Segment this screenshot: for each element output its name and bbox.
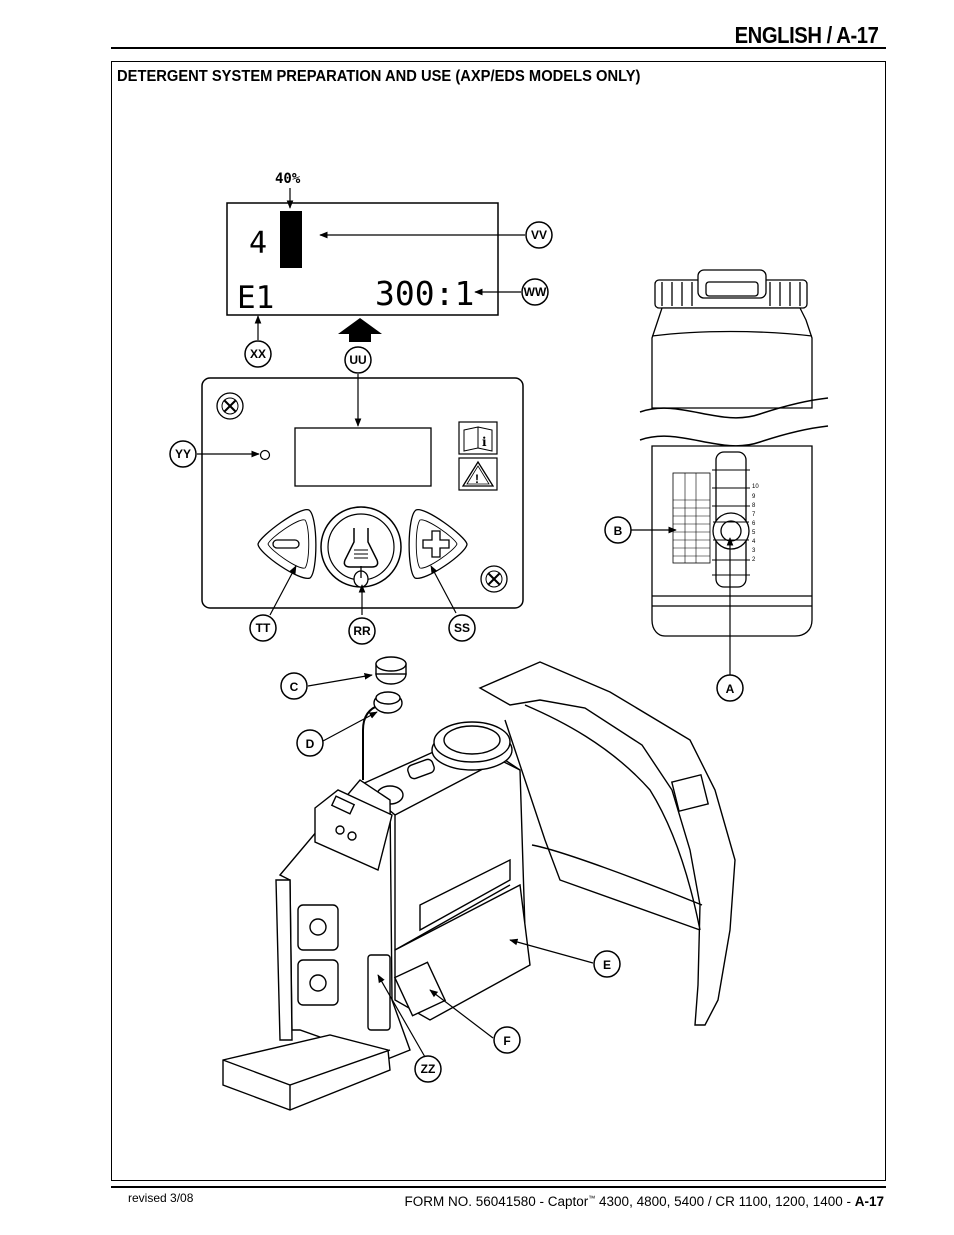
callout-uu: UU — [344, 346, 372, 374]
minus-icon — [272, 539, 300, 549]
svg-text:UU: UU — [349, 353, 366, 367]
level-number: 4 — [249, 226, 267, 261]
svg-text:4: 4 — [752, 539, 756, 545]
minus-button[interactable] — [257, 509, 317, 579]
callout-d: D — [296, 729, 324, 757]
callout-f: F — [493, 1026, 521, 1054]
detergent-on-off-button[interactable] — [320, 506, 402, 588]
revision-note: revised 3/08 — [128, 1191, 194, 1205]
callout-a: A — [716, 674, 744, 702]
screw-icon — [216, 392, 244, 420]
callout-tt: TT — [249, 614, 277, 642]
svg-text:8: 8 — [752, 503, 756, 509]
detergent-bottle-detail: 10 9 8 7 6 5 4 3 2 — [631, 269, 829, 676]
svg-text:D: D — [306, 737, 315, 751]
indicator-led — [259, 449, 271, 461]
header-rule — [111, 47, 886, 49]
svg-text:3: 3 — [752, 548, 756, 554]
callout-c: C — [280, 672, 308, 700]
svg-text:C: C — [290, 680, 299, 694]
svg-text:ZZ: ZZ — [421, 1062, 436, 1076]
svg-text:10: 10 — [752, 484, 759, 490]
svg-text:5: 5 — [752, 530, 756, 536]
svg-text:6: 6 — [752, 521, 756, 527]
svg-text:!: ! — [475, 472, 479, 486]
form-number: FORM NO. 56041580 - Captor™ 4300, 4800, … — [404, 1194, 884, 1209]
page-number: A-17 — [854, 1194, 884, 1209]
svg-text:B: B — [614, 524, 623, 538]
footer-rule — [111, 1186, 886, 1188]
plus-button[interactable] — [408, 509, 468, 579]
callout-e: E — [593, 950, 621, 978]
svg-text:YY: YY — [175, 447, 191, 461]
svg-text:A: A — [726, 682, 735, 696]
svg-text:RR: RR — [353, 624, 371, 638]
ratio-value: 300:1 — [375, 274, 474, 313]
callout-yy: YY — [169, 440, 197, 468]
machine-illustration — [222, 656, 736, 1111]
callout-zz: ZZ — [414, 1055, 442, 1083]
svg-text:7: 7 — [752, 512, 756, 518]
section-title: DETERGENT SYSTEM PREPARATION AND USE (AX… — [117, 68, 641, 85]
screw-icon — [480, 565, 508, 593]
error-code: E1 — [237, 280, 274, 316]
svg-text:VV: VV — [531, 228, 547, 242]
svg-text:i: i — [482, 435, 487, 449]
svg-text:F: F — [503, 1034, 510, 1048]
svg-text:XX: XX — [250, 347, 266, 361]
callout-ss: SS — [448, 614, 476, 642]
svg-text:E: E — [603, 958, 611, 972]
warning-icon: ! — [458, 457, 498, 491]
svg-text:TT: TT — [256, 621, 271, 635]
callout-vv: VV — [525, 221, 553, 249]
svg-text:2: 2 — [752, 557, 756, 563]
svg-text:SS: SS — [454, 621, 470, 635]
callout-ww: WW — [521, 278, 549, 306]
callout-xx: XX — [244, 340, 272, 368]
panel-display-window — [294, 427, 432, 487]
level-bar — [280, 211, 302, 268]
figure-frame — [111, 61, 886, 1181]
plus-icon — [422, 530, 450, 558]
percent-label: 40% — [275, 171, 301, 187]
callout-b: B — [604, 516, 632, 544]
control-panel: i ! — [197, 374, 524, 616]
callout-rr: RR — [348, 617, 376, 645]
svg-text:9: 9 — [752, 494, 756, 500]
page-header-title: ENGLISH / A-17 — [734, 22, 878, 48]
lcd-display-detail: 40% 4 E1 300:1 — [226, 171, 525, 342]
manual-icon: i — [458, 421, 498, 455]
svg-text:WW: WW — [524, 285, 547, 299]
